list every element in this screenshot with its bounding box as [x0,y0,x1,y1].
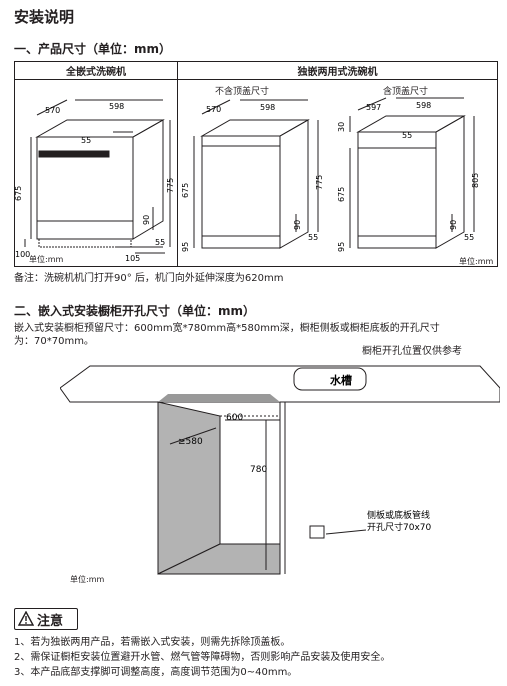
table-divider [177,61,178,267]
builtin-dim-width: 598 [109,102,124,111]
col-dual-header: 独嵌两用式洗碗机 [177,61,498,80]
cabinet-cutout-drawing: 水槽 600 ≥580 780 侧板或底板管线 开孔尺寸70x70 [60,365,500,575]
builtin-side [132,119,164,240]
builtin-dishwasher-drawing: 570 598 55 675 775 90 55 100 105 [15,99,175,263]
withtop-dim-width: 598 [416,101,431,110]
withtop-dim-bottom: 95 [337,242,346,252]
withtop-dim-depth: 597 [366,103,381,112]
unit-label-cabinet: 单位:mm [70,575,105,584]
withtop-dim-body: 675 [337,187,346,202]
pipe-hole [309,525,325,539]
section2-desc-line2: 为：70*70mm。 [14,336,94,347]
notop-dim-body: 675 [181,183,190,198]
notice-title: 注意 [37,614,64,629]
notice-box [14,608,78,630]
notop-dim-total: 775 [315,175,324,190]
notop-dim-depth: 570 [206,105,221,114]
builtin-dim-body: 675 [15,186,23,201]
notop-dim-width: 598 [260,103,275,112]
sink [293,367,367,391]
warning-triangle-icon [18,611,34,626]
builtin-dim-toe: 55 [155,238,165,247]
withtop-dim-door: 55 [402,131,412,140]
notice-item-2: 2、需保证橱柜安装位置避开水管、燃气管等障碍物，否则影响产品安装及使用安全。 [14,652,391,663]
col-builtin-header: 全嵌式洗碗机 [14,61,178,80]
unit-label-builtin: 单位:mm [29,255,64,264]
product-size-table: 全嵌式洗碗机 独嵌两用式洗碗机 [14,61,498,80]
cutout-dim-width: 600 [226,413,243,423]
builtin-handle [38,150,110,158]
page-title: 安装说明 [14,8,75,26]
builtin-dim-foot: 90 [142,215,151,225]
sink-label: 水槽 [330,373,352,387]
sub-with-top: 含顶盖尺寸 [383,87,429,97]
builtin-dim-depth: 570 [45,106,60,115]
hole-label-1: 侧板或底板管线 [367,509,430,521]
withtop-dim-foot: 90 [449,220,458,230]
notop-dim-foot: 90 [293,220,302,230]
notop-dim-bottom: 95 [181,242,190,252]
notice-item-3: 3、本产品底部支撑脚可调整高度，高度调节范围为0~40mm。 [14,667,298,678]
withtop-dim-total: 805 [471,173,480,188]
withtop-dim-top: 30 [337,122,346,132]
dual-with-top-drawing: 30 597 598 55 675 805 90 55 95 [337,97,480,252]
builtin-top [35,119,165,138]
cutout-dim-height: 780 [250,465,267,475]
section2-ref-note: 橱柜开孔位置仅供参考 [362,346,462,357]
cutout-dim-depth: ≥580 [178,437,203,447]
notice-item-1: 1、若为独嵌两用产品，若需嵌入式安装，则需先拆除顶盖板。 [14,637,291,648]
notop-dim-toe: 55 [308,233,318,242]
dual-no-top-drawing: 570 598 675 775 90 55 95 [181,99,324,252]
countertop [60,365,500,403]
unit-label-dual: 单位:mm [459,257,494,266]
builtin-dim-door: 55 [81,136,91,145]
builtin-dim-base: 105 [125,254,140,263]
withtop-dim-toe: 55 [464,233,474,242]
product-figure-frame [14,78,498,267]
section2-desc-line1: 嵌入式安装橱柜预留尺寸：600mm宽*780mm高*580mm深，橱柜侧板或橱柜… [14,323,440,334]
hole-label-2: 开孔尺寸70x70 [367,521,432,533]
sub-no-top: 不含顶盖尺寸 [215,87,270,97]
builtin-dim-bottom: 100 [15,250,30,259]
section1-remark: 备注：洗碗机机门打开90° 后，机门向外延伸深度为620mm [14,273,284,284]
builtin-dim-total: 775 [166,178,175,193]
section1-heading: 一、产品尺寸（单位：mm） [14,42,172,56]
section2-heading: 二、嵌入式安装橱柜开孔尺寸（单位：mm） [14,304,256,318]
